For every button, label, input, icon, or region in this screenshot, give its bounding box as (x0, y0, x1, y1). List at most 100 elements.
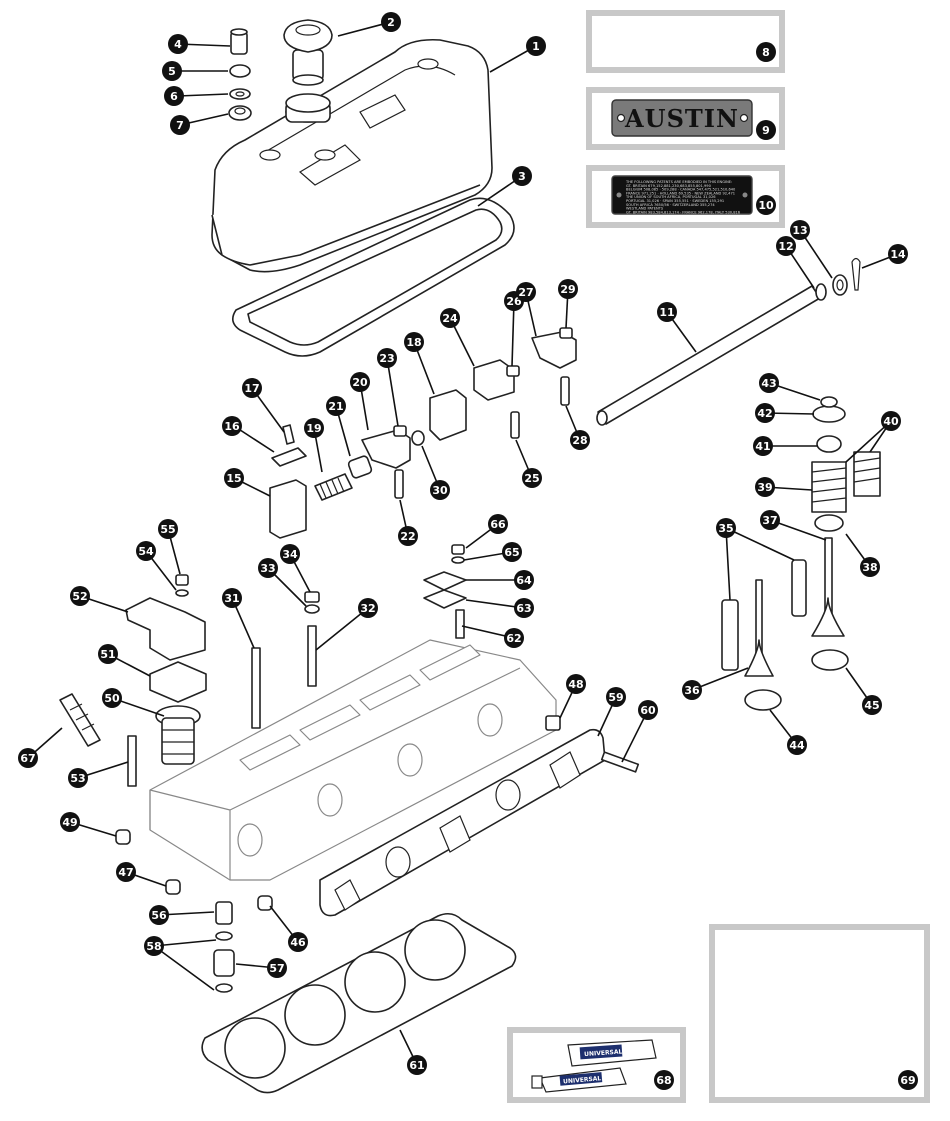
callout-number: 14 (890, 248, 906, 261)
nut-55 (175, 574, 189, 586)
callout-25: 25 (522, 468, 542, 488)
callout-17: 17 (242, 378, 262, 398)
callout-marker (168, 34, 188, 54)
stud-31 (251, 647, 261, 729)
callout-number: 30 (432, 484, 448, 497)
callout-4: 4 (168, 34, 188, 54)
callout-marker (638, 700, 658, 720)
callout-number: 6 (170, 90, 178, 103)
cotter-43 (820, 396, 838, 408)
callout-22: 22 (398, 526, 418, 546)
oil-filler-cap (283, 19, 333, 86)
thermostat-housing (125, 597, 206, 661)
callout-62: 62 (504, 628, 524, 648)
callout-marker (407, 1055, 427, 1075)
callout-66: 66 (488, 514, 508, 534)
pedestal-24 (473, 359, 515, 401)
callout-60: 60 (638, 700, 658, 720)
callout-3: 3 (512, 166, 532, 186)
callout-number: 4 (174, 38, 182, 51)
callout-58: 58 (144, 936, 164, 956)
callout-number: 38 (862, 561, 877, 574)
callout-number: 44 (789, 739, 805, 752)
locknut-29 (559, 327, 573, 339)
head-gasket (201, 912, 517, 1094)
callout-number: 63 (516, 602, 531, 615)
callout-number: 35 (718, 522, 733, 535)
callout-39: 39 (755, 477, 775, 497)
callout-32: 32 (358, 598, 378, 618)
callout-marker (790, 220, 810, 240)
frame-item-9: AUSTIN (586, 87, 785, 150)
callout-63: 63 (514, 598, 534, 618)
callout-number: 68 (656, 1074, 671, 1087)
callout-43: 43 (759, 373, 779, 393)
callout-number: 36 (684, 684, 700, 697)
callout-marker (222, 416, 242, 436)
callout-34: 34 (280, 544, 300, 564)
callout-number: 33 (260, 562, 275, 575)
callout-5: 5 (162, 61, 182, 81)
callout-40: 40 (881, 411, 901, 431)
callout-marker (898, 1070, 918, 1090)
stud-62 (455, 609, 465, 639)
callout-number: 13 (792, 224, 807, 237)
washer-33 (304, 604, 320, 614)
callout-marker (756, 195, 776, 215)
callout-marker (116, 862, 136, 882)
callout-marker (881, 411, 901, 431)
callout-64: 64 (514, 570, 534, 590)
callout-marker (398, 526, 418, 546)
callout-35: 35 (716, 518, 736, 538)
callout-marker (522, 468, 542, 488)
callout-8: 8 (756, 42, 776, 62)
callout-number: 17 (244, 382, 259, 395)
callout-10: 10 (756, 195, 776, 215)
patent-plate-line: GT. BRITAIN 983,584,813,174 · FRANCE 962… (626, 210, 741, 214)
callout-marker (558, 279, 578, 299)
callout-marker (776, 236, 796, 256)
callout-marker (430, 480, 450, 500)
callout-marker (222, 588, 242, 608)
callout-20: 20 (350, 372, 370, 392)
callout-number: 62 (506, 632, 521, 645)
nut-66 (451, 544, 465, 555)
callout-49: 49 (60, 812, 80, 832)
callout-number: 59 (608, 691, 623, 704)
callout-2: 2 (381, 12, 401, 32)
callout-number: 57 (269, 962, 284, 975)
washer-54 (175, 589, 189, 597)
callout-14: 14 (888, 244, 908, 264)
callout-number: 29 (560, 283, 575, 296)
callout-marker (326, 396, 346, 416)
callout-marker (682, 680, 702, 700)
plug-49 (115, 829, 131, 845)
callout-marker (381, 12, 401, 32)
callout-marker (716, 518, 736, 538)
rocker-cover (211, 38, 493, 273)
callout-50: 50 (102, 688, 122, 708)
callout-number: 12 (778, 240, 793, 253)
callout-48: 48 (566, 674, 586, 694)
callout-9: 9 (756, 120, 776, 140)
callout-number: 48 (568, 678, 583, 691)
callout-16: 16 (222, 416, 242, 436)
callout-44: 44 (787, 735, 807, 755)
split-pin (851, 257, 861, 291)
callout-18: 18 (404, 332, 424, 352)
stud-53 (127, 735, 137, 787)
frame-item-10: THE FOLLOWING PATENTS ARE EMBODIED IN TH… (586, 165, 785, 228)
adjusting-screw-28 (560, 376, 570, 406)
callout-number: 47 (118, 866, 133, 879)
callout-marker (657, 302, 677, 322)
callout-number: 64 (516, 574, 532, 587)
callout-number: 5 (168, 65, 176, 78)
spark-plug (59, 693, 101, 747)
patent-plate-line: THE UNION OF SOUTH AFRICA, PORTUGAL 31,0… (625, 195, 716, 199)
callout-number: 49 (62, 816, 77, 829)
gasket-63 (423, 589, 467, 609)
callout-number: 3 (518, 170, 526, 183)
callout-marker (164, 86, 184, 106)
rocker-shaft (596, 285, 821, 426)
